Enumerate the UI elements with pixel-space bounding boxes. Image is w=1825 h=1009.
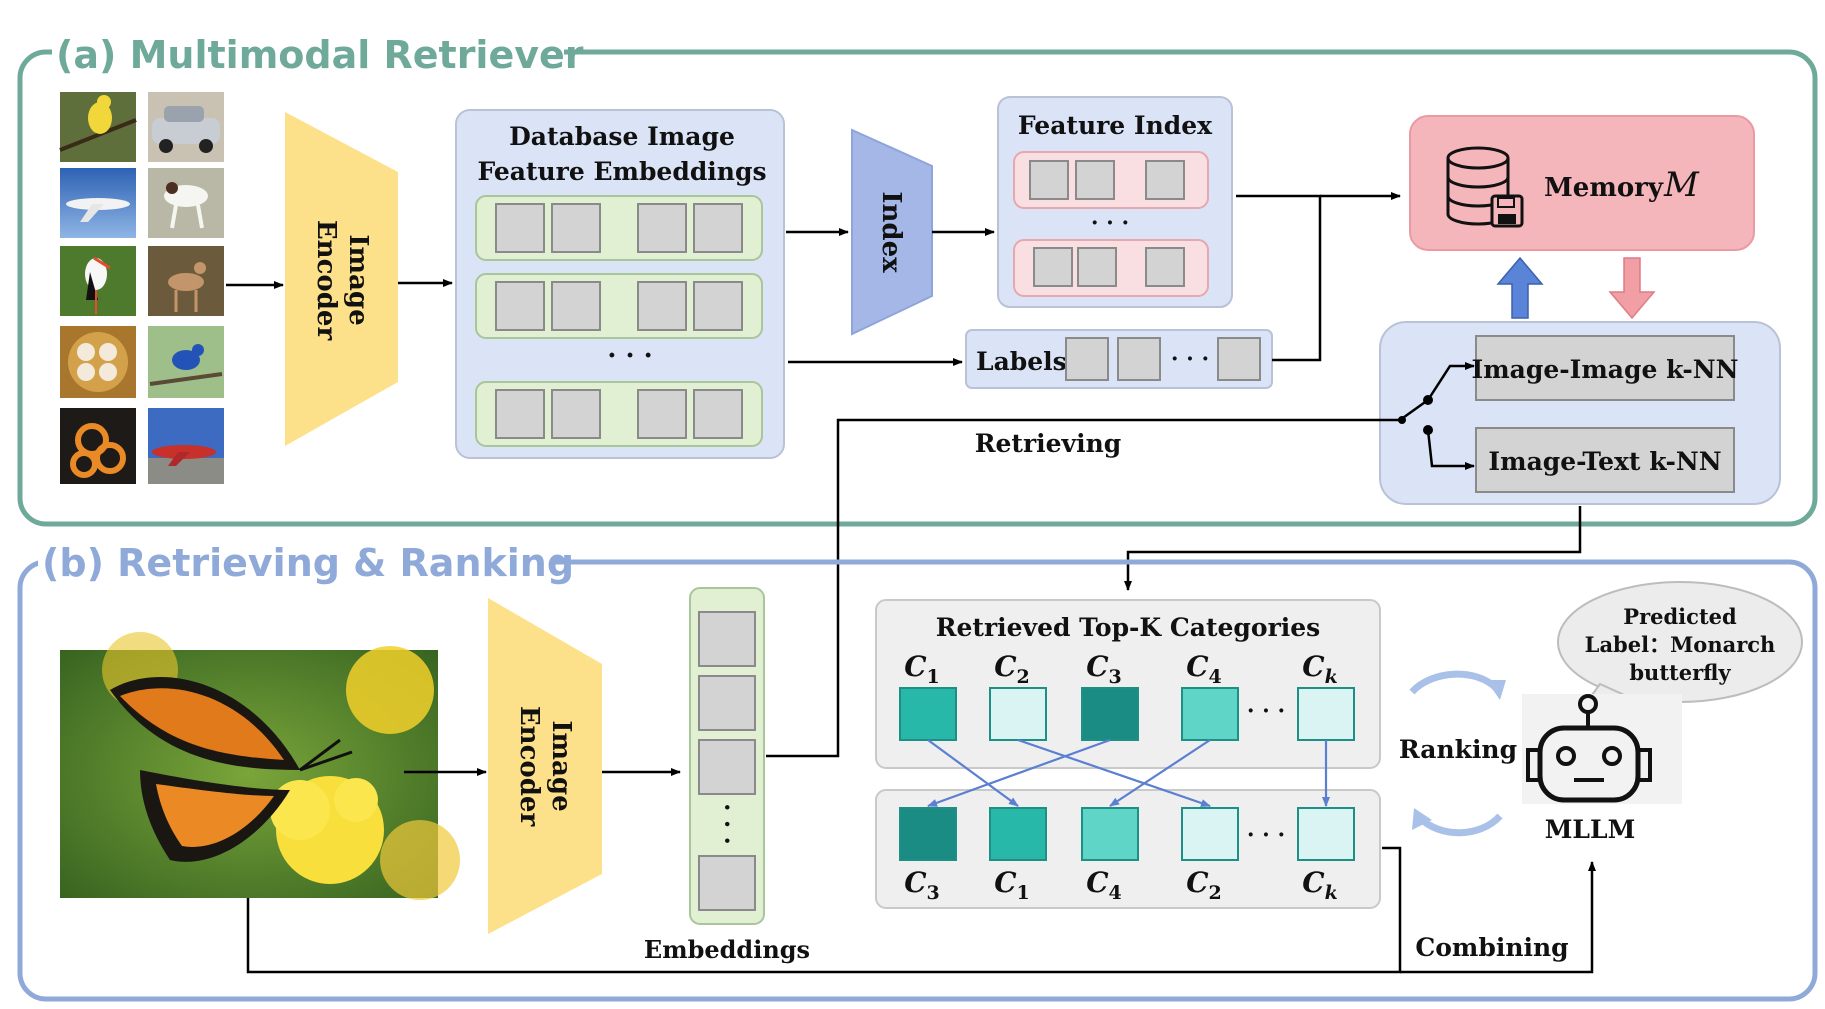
before-category-label: C3: [1086, 650, 1122, 688]
image-image-knn-button[interactable]: Image-Image k-NN: [1472, 335, 1739, 401]
panel-b: (b) Retrieving & Ranking: [17, 536, 1818, 1002]
database-title-line1: Database Image: [509, 122, 735, 151]
mllm-label: MLLM: [1545, 815, 1636, 844]
database-ellipsis: · · ·: [607, 341, 652, 371]
feature-index-ellipsis: · · ·: [1091, 210, 1129, 236]
memory-box: Memory M: [1409, 115, 1755, 251]
category-cell-after: [989, 807, 1047, 861]
thumbnail-bird-yellow: [59, 92, 137, 162]
embeddings-column: · · · Embeddings: [644, 587, 810, 964]
image-encoder-b-label-line2: Encoder: [514, 706, 544, 827]
category-cell-after: [1181, 807, 1239, 861]
prediction-line2: Label：Monarch: [1585, 632, 1776, 657]
panel-b-title: (b) Retrieving & Ranking: [42, 541, 574, 585]
image-encoder-a-label-line1: Image: [343, 234, 373, 325]
panel-a: (a) Multimodal Retriever: [17, 28, 1818, 527]
image-image-knn-label: Image-Image k-NN: [1472, 355, 1739, 384]
curved-arrow-icon: [1409, 670, 1506, 837]
thumbnail-car: [148, 92, 224, 162]
thumbnail-dog: [148, 168, 224, 238]
ranking-label: Ranking: [1399, 735, 1517, 764]
floppy-save-icon: [1490, 194, 1524, 228]
thumbnail-bluebird: [148, 326, 224, 398]
prediction-bubble: Predicted Label：Monarch butterfly: [1557, 581, 1803, 708]
database-feature-embeddings: Database Image Feature Embeddings · · ·: [455, 109, 785, 459]
category-cell-after: [899, 807, 957, 861]
index-label: Index: [876, 191, 906, 273]
after-category-label: Ck: [1302, 866, 1337, 904]
reorder-arrow: [927, 738, 1111, 808]
labels-bar: Labels · · ·: [965, 329, 1273, 389]
thumbnail-airplane: [60, 168, 136, 238]
switch-icon: [1399, 362, 1475, 470]
retrieving-label: Retrieving: [975, 429, 1121, 458]
prediction-line1: Predicted: [1623, 604, 1737, 629]
feature-index-title: Feature Index: [1018, 111, 1213, 140]
memory-symbol: M: [1663, 165, 1700, 205]
thumbnail-deer: [148, 246, 224, 316]
topk-after: · · · C3 C1 C4 C2 Ck: [875, 789, 1381, 909]
panel-a-title: (a) Multimodal Retriever: [56, 33, 584, 77]
image-encoder-a-label-line2: Encoder: [311, 220, 341, 341]
memory-label: Memory: [1544, 173, 1664, 203]
category-cell-before: [1181, 687, 1239, 741]
reorder-arrow: [1017, 738, 1211, 808]
category-cell-before: [899, 687, 957, 741]
before-category-label: C4: [1186, 650, 1222, 688]
before-category-label: C1: [904, 650, 940, 688]
image-text-knn-button[interactable]: Image-Text k-NN: [1475, 427, 1735, 493]
image-encoder-b: Image Encoder: [488, 598, 602, 934]
category-cell-after: [1297, 807, 1355, 861]
combining-label: Combining: [1415, 933, 1568, 962]
robot-icon: [1522, 694, 1682, 804]
reorder-arrows: [927, 738, 1330, 808]
labels-text: Labels: [976, 347, 1067, 376]
reorder-arrow: [927, 739, 1019, 807]
feature-index-row-1: [1013, 151, 1209, 209]
category-cell-before: [1297, 687, 1355, 741]
after-category-label: C4: [1086, 866, 1122, 904]
reorder-arrow: [1109, 739, 1211, 807]
after-category-label: C1: [994, 866, 1030, 904]
butterfly-photo: [60, 632, 460, 900]
image-encoder-a: Image Encoder: [285, 112, 398, 446]
feature-index: Feature Index · · ·: [997, 96, 1233, 308]
topk-title: Retrieved Top-K Categories: [936, 613, 1320, 642]
prediction-line3: butterfly: [1629, 660, 1731, 685]
topk-after-ellipsis: · · ·: [1247, 822, 1285, 848]
embeddings-label: Embeddings: [644, 935, 810, 964]
before-category-label: Ck: [1302, 650, 1337, 688]
index-block: Index: [851, 128, 933, 336]
image-encoder-b-label-line1: Image: [546, 720, 576, 811]
category-cell-after: [1081, 807, 1139, 861]
image-text-knn-label: Image-Text k-NN: [1488, 447, 1721, 476]
down-arrow-icon: [1608, 257, 1656, 320]
topk-before-ellipsis: · · ·: [1247, 698, 1285, 724]
embeddings-ellipsis: · · ·: [713, 803, 742, 845]
database-row-2: [475, 273, 763, 339]
thumbnail-onion-rings: [60, 408, 136, 484]
knn-container: Image-Image k-NN Image-Text k-NN: [1379, 321, 1781, 505]
category-cell-before: [1081, 687, 1139, 741]
topk-before: Retrieved Top-K Categories · · · C1 C2 C3 C…: [875, 599, 1381, 769]
database-row-3: [475, 381, 763, 447]
panel-b-frame: [17, 559, 1818, 1002]
database-row-1: [475, 195, 763, 261]
thumbnail-grid: [59, 92, 224, 484]
panel-a-frame: [17, 49, 1818, 527]
feature-index-row-2: [1013, 239, 1209, 297]
labels-ellipsis: · · ·: [1171, 346, 1209, 372]
before-category-label: C2: [994, 650, 1030, 688]
thumbnail-stork: [60, 246, 136, 316]
database-title-line2: Feature Embeddings: [477, 157, 766, 186]
up-arrow-icon: [1496, 256, 1544, 319]
category-cell-before: [989, 687, 1047, 741]
after-category-label: C2: [1186, 866, 1222, 904]
after-category-label: C3: [904, 866, 940, 904]
thumbnail-dumplings: [60, 326, 136, 398]
thumbnail-jet: [148, 408, 224, 484]
